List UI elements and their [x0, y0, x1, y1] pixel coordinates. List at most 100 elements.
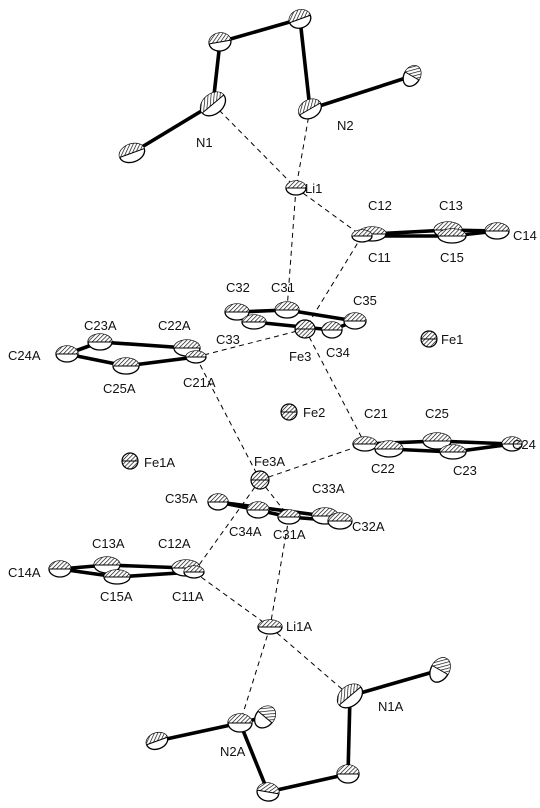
atom-c15a: [103, 569, 131, 585]
label-c21a: C21A: [183, 375, 216, 390]
atom-fe1: [420, 330, 438, 348]
atom-c14a: [48, 560, 72, 578]
atom-n1a: [336, 683, 364, 709]
label-fe1a: Fe1A: [144, 455, 175, 470]
label-c13a: C13A: [92, 536, 125, 551]
label-c33: C33: [216, 332, 240, 347]
atom-c25a: [112, 357, 140, 375]
atom-c21: [352, 436, 378, 452]
contact-N2-Li1: [295, 108, 311, 189]
label-c13: C13: [439, 198, 463, 213]
atom-n1: [199, 91, 227, 117]
atoms: [48, 9, 523, 802]
dashed-contacts: [193, 103, 366, 724]
contact-Li1A-N2A: [239, 626, 271, 724]
label-c34: C34: [326, 345, 350, 360]
label-c14a: C14A: [8, 565, 41, 580]
atom-cn1ab: [336, 764, 360, 784]
atom-c11: [351, 229, 373, 243]
label-c31a: C31A: [273, 527, 306, 542]
atom-c23a: [87, 333, 113, 351]
label-c22: C22: [371, 461, 395, 476]
atom-cn1b: [208, 32, 232, 52]
bond-N1A-CN1Ab: [346, 694, 352, 776]
atom-cn2am: [254, 705, 276, 729]
label-c15: C15: [440, 250, 464, 265]
atom-c35: [343, 312, 367, 330]
atom-fe3: [294, 319, 316, 339]
atom-n2: [298, 98, 322, 120]
bond-N1A-CN1Am: [348, 668, 442, 698]
contact-Fe3A-C21: [259, 443, 366, 481]
atom-fe1a: [121, 452, 139, 470]
label-c22a: C22A: [158, 318, 191, 333]
label-c12: C12: [368, 198, 392, 213]
label-n1: N1: [196, 135, 213, 150]
atom-c34a: [246, 501, 270, 519]
label-c14: C14: [513, 228, 537, 243]
bond-C23A-C22A: [98, 340, 189, 350]
atom-c21a: [185, 350, 207, 364]
atom-cn2m: [402, 65, 422, 87]
label-c32a: C32A: [352, 519, 385, 534]
label-c25a: C25A: [103, 381, 136, 396]
atom-c11a: [183, 565, 205, 579]
label-c34a: C34A: [229, 524, 262, 539]
atom-c31a: [277, 509, 301, 525]
atom-c23: [439, 444, 467, 460]
atom-c32: [224, 303, 250, 321]
atom-c22: [374, 440, 404, 458]
atom-fe3a: [250, 470, 270, 490]
label-c21: C21: [364, 406, 388, 421]
bond-CN1a-N2: [298, 17, 312, 111]
label-c24: C24: [512, 437, 536, 452]
label-li1a: Li1A: [286, 619, 312, 634]
label-c35a: C35A: [165, 491, 198, 506]
bond-N2-CN2m: [308, 74, 414, 111]
atom-c24: [501, 436, 523, 452]
label-c25: C25: [425, 406, 449, 421]
atom-c34: [321, 321, 343, 339]
contact-N1-Li1: [212, 103, 297, 189]
label-c35: C35: [353, 293, 377, 308]
label-c23a: C23A: [84, 318, 117, 333]
atom-cn2am2: [145, 731, 169, 751]
atom-li1: [285, 180, 307, 196]
atom-cn1a: [288, 9, 312, 29]
atom-li1a: [257, 619, 283, 635]
atom-c35a: [207, 493, 229, 511]
label-c31: C31: [271, 280, 295, 295]
label-fe3a: Fe3A: [254, 454, 285, 469]
contact-Li1-C31: [286, 187, 297, 311]
label-c33a: C33A: [312, 481, 345, 496]
contact-Fe3-C21A: [195, 328, 306, 358]
atom-c25: [422, 432, 452, 450]
label-n1a: N1A: [378, 699, 404, 714]
contact-C11A-Li1A: [193, 571, 271, 628]
atom-c15: [437, 228, 467, 244]
label-c11a: C11A: [172, 589, 204, 604]
contact-Fe3-C21: [304, 328, 366, 445]
bond-C33-C34: [252, 320, 334, 332]
atom-cn2ab: [256, 782, 280, 802]
label-n2a: N2A: [220, 744, 246, 759]
atom-c33: [241, 314, 267, 330]
atom-c31: [274, 301, 300, 319]
contact-C31A-Li1A: [269, 516, 290, 628]
atom-cn1m: [118, 142, 146, 164]
atom-cn1am: [429, 657, 451, 683]
bond-CN1b-CN1a: [218, 17, 302, 44]
label-fe2: Fe2: [303, 405, 325, 420]
label-c23: C23: [453, 463, 477, 478]
label-c24a: C24A: [8, 348, 41, 363]
bond-N1-CN1m: [130, 102, 215, 155]
label-fe3: Fe3: [289, 349, 311, 364]
contact-Fe3A-C11A: [193, 479, 261, 573]
atom-c24a: [55, 345, 79, 363]
contact-Li1A-N1A: [269, 626, 351, 697]
atom-fe2: [280, 403, 298, 421]
bond-CN2Ab-N2A: [238, 721, 270, 794]
label-c12a: C12A: [158, 536, 191, 551]
